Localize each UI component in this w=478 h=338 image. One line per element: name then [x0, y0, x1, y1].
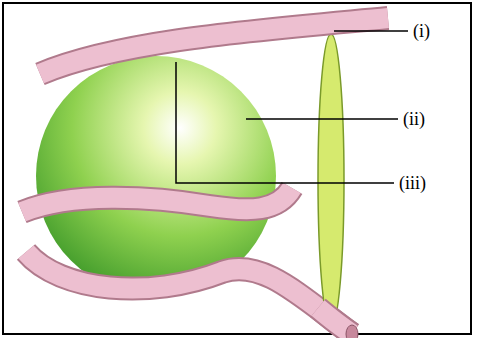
dna-strand — [22, 188, 352, 334]
leader-line — [176, 31, 408, 183]
h1-disc — [318, 34, 344, 326]
part-label: (iii) — [397, 173, 428, 193]
part-label: (ii) — [401, 109, 427, 129]
dna-strand — [40, 18, 388, 338]
frame — [3, 3, 471, 334]
part-label: (i) — [411, 21, 432, 41]
